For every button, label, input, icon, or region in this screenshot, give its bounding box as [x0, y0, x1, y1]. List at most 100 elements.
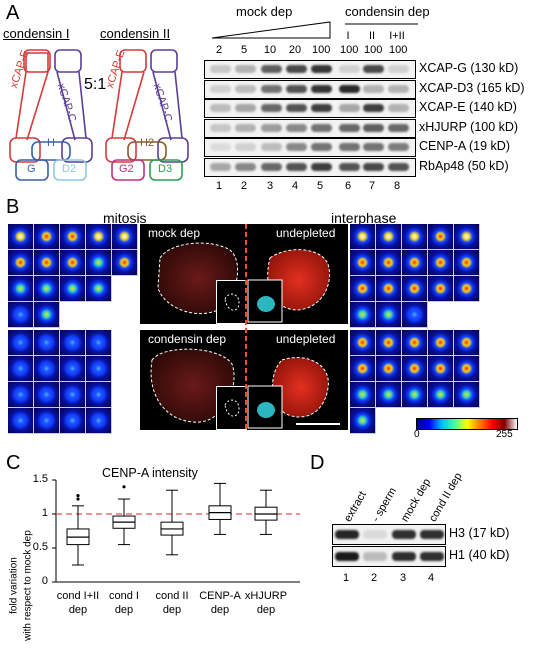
fluorescence-tile	[376, 250, 402, 276]
box-outlier	[76, 494, 80, 498]
chart-title: CENP-A intensity	[102, 466, 198, 480]
fluorescence-tile	[8, 250, 34, 276]
category-label-line2: dep	[256, 604, 276, 616]
condensin-ii-title: condensin II	[100, 26, 171, 41]
fluorescence-tile	[34, 224, 60, 250]
fluorescence-tile	[350, 302, 376, 328]
d2-cap-i	[53, 159, 87, 181]
blot-band	[392, 530, 416, 539]
fluorescence-tile	[350, 382, 376, 408]
blot-band	[286, 162, 307, 171]
lane-number: 8	[393, 180, 401, 192]
dilution-label: 2	[215, 44, 223, 56]
blot-band	[339, 65, 360, 73]
blot-band	[311, 104, 332, 112]
blot-band	[311, 143, 332, 151]
blot-band	[286, 65, 307, 73]
fluorescence-tile	[454, 356, 480, 382]
d2-label: D2	[62, 163, 77, 175]
lane-number: 4	[291, 180, 299, 192]
blot-band	[339, 104, 360, 112]
dilution-label: 20	[288, 44, 302, 56]
fluorescence-tile	[350, 250, 376, 276]
fluorescence-tile	[402, 302, 428, 328]
fluorescence-tile	[34, 250, 60, 276]
fluorescence-tile	[86, 224, 112, 250]
fluorescence-tile	[8, 276, 34, 302]
fluorescence-tile	[402, 356, 428, 382]
fluorescence-tile	[8, 224, 34, 250]
blot-strip	[204, 157, 416, 177]
dilution-label: 100	[364, 44, 383, 56]
hinge-h2	[127, 141, 167, 161]
blot-band	[363, 143, 384, 151]
blot-band	[339, 162, 360, 171]
blot-band	[261, 104, 282, 112]
fluorescence-tile	[376, 382, 402, 408]
blot-band	[339, 84, 360, 93]
blot-band	[339, 143, 360, 151]
blot-band	[261, 65, 282, 73]
blot-band	[210, 84, 231, 93]
blot-strip	[332, 524, 446, 545]
condensin-type-label: I	[346, 30, 350, 42]
d3-label: D3	[158, 163, 173, 175]
lane-number: 1	[215, 180, 223, 192]
ratio-label: 5:1	[84, 76, 107, 93]
category-label-line1: cond I+II	[56, 590, 100, 602]
blot-band	[235, 143, 256, 151]
blot-strip	[204, 60, 416, 79]
blot-band	[235, 84, 256, 93]
condensin-diagram	[9, 49, 189, 181]
fluorescence-tile	[428, 224, 454, 250]
fluorescence-tile	[402, 382, 428, 408]
blot-band	[311, 123, 332, 132]
fluorescence-tile	[376, 302, 402, 328]
condensin-dep-micro-label: condensin dep	[148, 332, 227, 346]
blot-label: xHJURP (100 kD)	[419, 119, 519, 134]
dilution-label: 10	[263, 44, 277, 56]
fluorescence-tile	[60, 330, 86, 356]
lane-number: 3	[266, 180, 274, 192]
fluorescence-tile	[60, 382, 86, 408]
category-label-line1: cond I	[109, 590, 139, 602]
interphase-label: interphase	[331, 210, 397, 226]
condensin-type-label: II	[368, 30, 376, 42]
blot-strip	[204, 118, 416, 138]
blot-band	[210, 143, 231, 151]
blot-label: RbAp48 (50 kD)	[419, 158, 509, 173]
y-tick-label: 0	[41, 575, 48, 587]
blot-band	[339, 123, 360, 132]
condensin-dep-header: condensin dep	[345, 4, 430, 19]
mitosis-label: mitosis	[103, 210, 147, 226]
fluorescence-tile	[428, 382, 454, 408]
blot-strip	[332, 546, 446, 567]
blot-band	[388, 104, 409, 112]
fluorescence-tile	[60, 356, 86, 382]
fluorescence-tile	[454, 224, 480, 250]
condensin-i-complex	[9, 49, 93, 181]
xcap-c-arm-i	[54, 49, 82, 73]
blot-band	[363, 162, 384, 171]
blot-band	[235, 104, 256, 112]
inset-mock	[216, 280, 247, 324]
blot-band	[363, 552, 387, 561]
blot-band	[311, 162, 332, 171]
g-label: G	[27, 163, 36, 175]
blot-band	[261, 84, 282, 93]
blot-band	[286, 104, 307, 112]
panel-label-d: D	[310, 452, 325, 474]
dilution-label: 100	[389, 44, 408, 56]
blot-strip	[204, 99, 416, 118]
blot-band	[388, 143, 409, 151]
fluorescence-tile	[86, 250, 112, 276]
xcap-e-arm-i	[26, 52, 49, 141]
fluorescence-tile	[86, 382, 112, 408]
lane-number: 6	[344, 180, 352, 192]
mock-dep-header: mock dep	[236, 4, 293, 19]
fluorescence-tile	[86, 330, 112, 356]
blot-band	[210, 104, 231, 112]
blot-band	[363, 84, 384, 93]
fluorescence-tile	[402, 276, 428, 302]
blot-band	[210, 162, 231, 171]
